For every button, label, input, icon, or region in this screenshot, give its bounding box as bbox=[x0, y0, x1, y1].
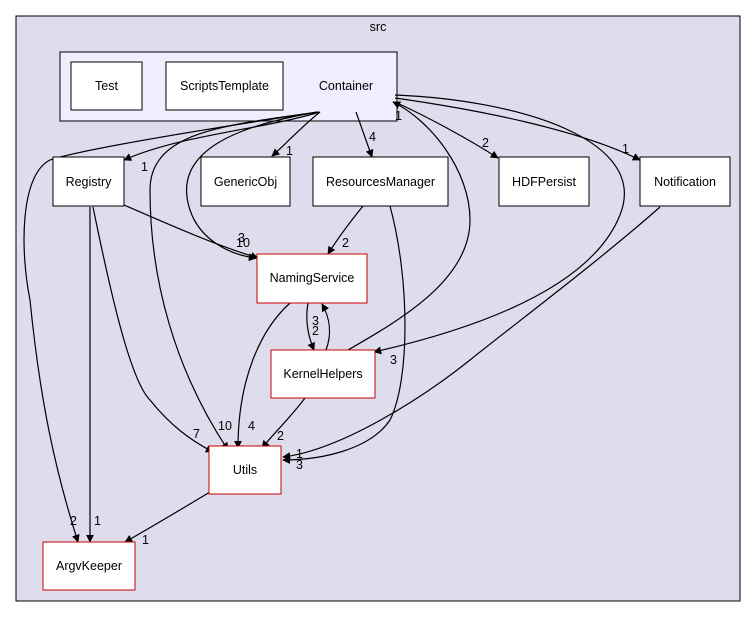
node-genericobj[interactable]: GenericObj bbox=[200, 156, 291, 207]
node-argv-keeper[interactable]: ArgvKeeper bbox=[42, 541, 136, 591]
edge-resources-naming bbox=[327, 205, 364, 255]
edge-labels: 1 1 4 2 1 3 3 10 2 10 7 1 2 3 2 3 4 2 1 … bbox=[70, 109, 629, 547]
edge-container-notification bbox=[394, 97, 641, 161]
edge-label-resources-utils: 3 bbox=[296, 458, 303, 472]
edge-container-resources bbox=[355, 111, 374, 158]
edge-container-kernel bbox=[373, 94, 625, 355]
edge-label-registry-utils: 7 bbox=[193, 427, 200, 441]
edges bbox=[23, 94, 661, 543]
cluster-label: src bbox=[370, 20, 387, 34]
edge-utils-argv bbox=[124, 491, 211, 543]
svg-text:Container: Container bbox=[319, 79, 373, 93]
node-naming-service[interactable]: NamingService bbox=[256, 253, 368, 304]
edge-kernel-utils bbox=[261, 397, 306, 449]
node-utils[interactable]: Utils bbox=[208, 445, 282, 495]
edge-label-registry-argv: 1 bbox=[94, 514, 101, 528]
edge-kernel-container bbox=[347, 101, 471, 351]
edge-container-naming bbox=[186, 111, 319, 262]
svg-text:ArgvKeeper: ArgvKeeper bbox=[56, 559, 122, 573]
edge-resources-utils bbox=[282, 205, 406, 464]
edge-label-resources-naming: 2 bbox=[342, 236, 349, 250]
edge-label-notification-utils: 1 bbox=[296, 447, 303, 461]
edge-registry-naming bbox=[123, 204, 259, 260]
node-kernel-helpers[interactable]: KernelHelpers bbox=[270, 349, 376, 399]
node-test[interactable]: Test bbox=[70, 61, 143, 111]
edge-naming-kernel bbox=[306, 302, 315, 351]
svg-text:Test: Test bbox=[95, 79, 118, 93]
edge-label-container-kernel: 3 bbox=[390, 353, 397, 367]
edge-label-container-utils: 10 bbox=[218, 419, 232, 433]
node-registry[interactable]: Registry bbox=[52, 156, 125, 207]
edge-container-registry bbox=[123, 111, 321, 161]
edge-kernel-naming bbox=[321, 303, 331, 351]
edge-naming-utils bbox=[234, 302, 291, 449]
edge-label-kernel-naming: 3 bbox=[312, 314, 319, 328]
svg-text:Registry: Registry bbox=[66, 175, 113, 189]
edge-label-kernel-utils: 2 bbox=[277, 429, 284, 443]
svg-text:GenericObj: GenericObj bbox=[214, 175, 277, 189]
node-container[interactable]: Container bbox=[319, 79, 373, 93]
edge-label-registry-naming: 10 bbox=[236, 236, 250, 250]
svg-text:Utils: Utils bbox=[233, 463, 257, 477]
node-resources-manager[interactable]: ResourcesManager bbox=[312, 156, 449, 207]
node-hdfpersist[interactable]: HDFPersist bbox=[498, 156, 590, 207]
edge-notification-utils bbox=[282, 206, 661, 461]
node-notification[interactable]: Notification bbox=[639, 156, 731, 207]
edge-label-container-registry: 1 bbox=[141, 160, 148, 174]
edge-label-container-naming: 3 bbox=[238, 231, 245, 245]
svg-text:ResourcesManager: ResourcesManager bbox=[326, 175, 435, 189]
svg-text:KernelHelpers: KernelHelpers bbox=[283, 367, 362, 381]
edge-container-hdf bbox=[394, 101, 499, 159]
edge-label-container-notification: 1 bbox=[622, 142, 629, 156]
edge-label-container-argv: 2 bbox=[70, 514, 77, 528]
node-scripts-template[interactable]: ScriptsTemplate bbox=[165, 61, 284, 111]
edge-label-naming-kernel: 2 bbox=[312, 324, 319, 338]
edge-container-argv bbox=[23, 111, 319, 543]
edge-label-container-resources: 4 bbox=[369, 130, 376, 144]
edge-label-container-genericobj: 1 bbox=[286, 144, 293, 158]
svg-text:ScriptsTemplate: ScriptsTemplate bbox=[180, 79, 269, 93]
edge-container-genericobj bbox=[271, 111, 321, 157]
edge-label-naming-utils: 4 bbox=[248, 419, 255, 433]
svg-text:HDFPersist: HDFPersist bbox=[512, 175, 576, 189]
edge-label-utils-argv: 1 bbox=[142, 533, 149, 547]
svg-text:Notification: Notification bbox=[654, 175, 716, 189]
edge-label-container-hdf: 2 bbox=[482, 136, 489, 150]
svg-text:NamingService: NamingService bbox=[270, 271, 355, 285]
edge-registry-utils bbox=[92, 206, 214, 453]
edge-label-kernel-container: 1 bbox=[395, 109, 402, 123]
